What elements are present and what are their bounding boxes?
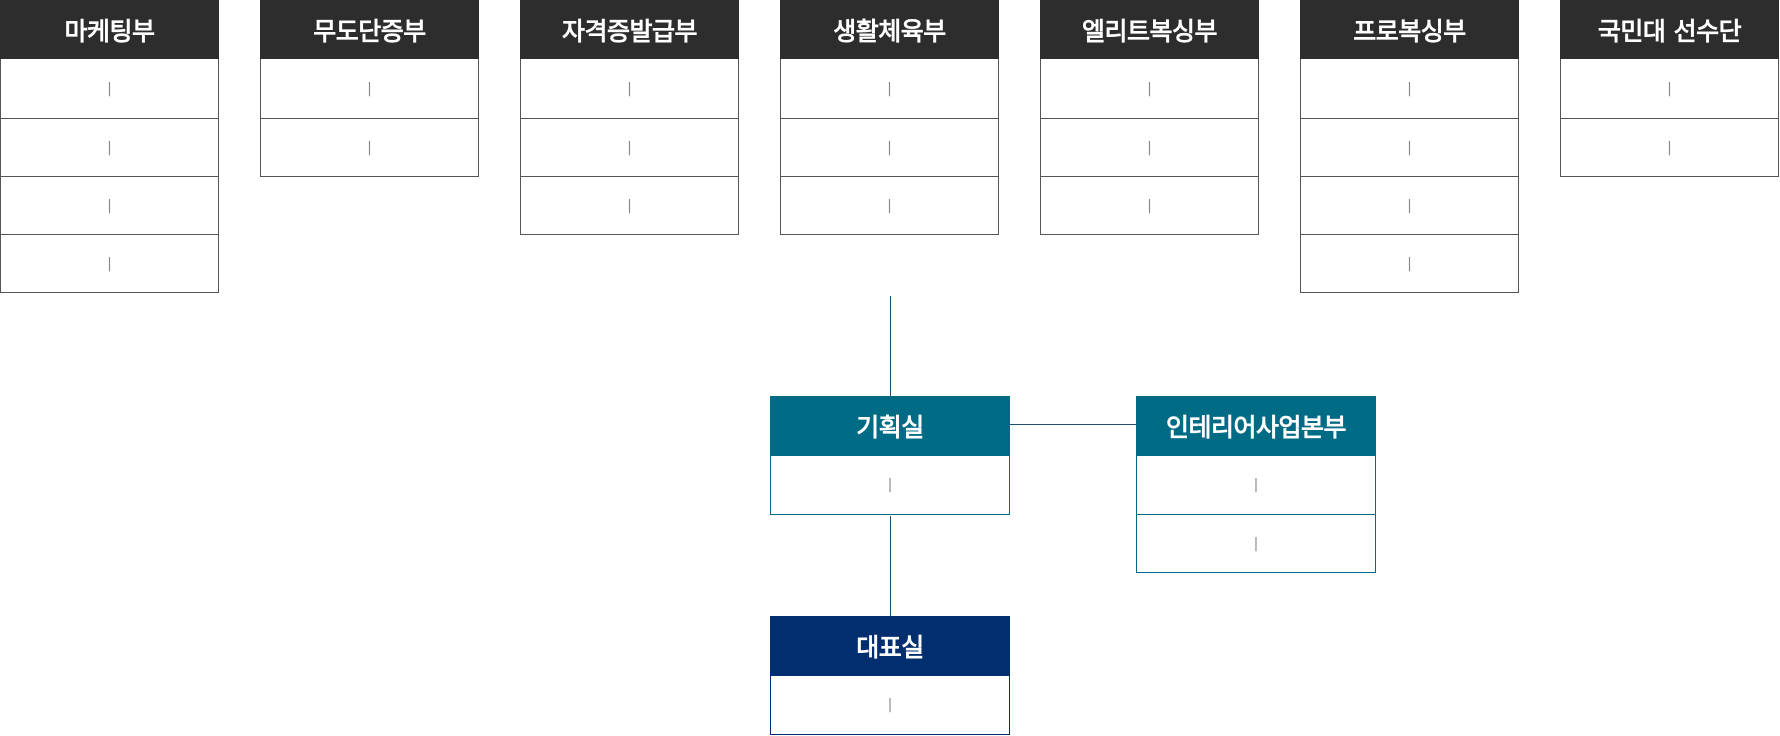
row-item: |	[1041, 118, 1258, 176]
row-text: |	[1407, 255, 1412, 272]
interior-title: 인테리어사업본부	[1136, 396, 1376, 456]
row-text: |	[887, 139, 892, 156]
dept-rows: ||	[1560, 59, 1779, 177]
row-text: |	[107, 197, 112, 214]
dept-pro-boxing: 프로복싱부 | | | |	[1300, 0, 1519, 293]
dept-life-sports: 생활체육부 | | |	[780, 0, 999, 235]
dept-title: 자격증발급부	[520, 0, 739, 59]
row-text: |	[107, 255, 112, 272]
connector-dept-to-planning	[890, 296, 891, 396]
row-text: |	[1407, 197, 1412, 214]
dept-license-issuing: 자격증발급부 | | |	[520, 0, 739, 235]
row-text: |	[627, 80, 632, 97]
row-text: |	[367, 139, 372, 156]
row-text: |	[107, 80, 112, 97]
row-text: |	[107, 139, 112, 156]
row-text: |	[367, 80, 372, 97]
row-item: |	[1301, 118, 1518, 176]
planning-rows: |	[770, 456, 1010, 515]
row-text: |	[1407, 139, 1412, 156]
dept-rows: | | | |	[1300, 59, 1519, 293]
row-text: |	[627, 139, 632, 156]
row-item: |	[1301, 59, 1518, 118]
row-item: |	[781, 176, 998, 234]
row-text: |	[1253, 477, 1259, 493]
dept-rows: | | |	[1040, 59, 1259, 235]
row-text: |	[887, 697, 893, 713]
row-item: |	[1041, 176, 1258, 234]
dept-title: 생활체육부	[780, 0, 999, 59]
connector-planning-to-ceo	[890, 516, 891, 616]
dept-rows: | | |	[780, 59, 999, 235]
row-item: |	[1561, 118, 1778, 176]
row-item: |	[781, 118, 998, 176]
row-text: |	[1667, 80, 1672, 97]
connector-planning-to-interior	[1010, 424, 1136, 425]
row-text: |	[1147, 197, 1152, 214]
row-item: |	[261, 59, 478, 118]
row-item: |	[1301, 234, 1518, 292]
row-item: |	[521, 176, 738, 234]
dept-rows: ||	[260, 59, 479, 177]
ceo-office: 대표실 |	[770, 616, 1010, 735]
row-item: |	[261, 118, 478, 176]
row-item: |	[1301, 176, 1518, 234]
row-text: |	[1407, 80, 1412, 97]
row-item: |	[781, 59, 998, 118]
dept-kookmin-team: 국민대 선수단 ||	[1560, 0, 1779, 177]
row-item: |	[521, 59, 738, 118]
row-text: |	[887, 477, 893, 493]
row-item: |	[1, 59, 218, 118]
ceo-title: 대표실	[770, 616, 1010, 676]
row-text: |	[627, 197, 632, 214]
row-item: |	[771, 456, 1009, 514]
row-item: |	[1137, 514, 1375, 572]
row-item: |	[1041, 59, 1258, 118]
row-text: |	[1147, 80, 1152, 97]
row-text: |	[1253, 535, 1259, 552]
dept-rows: | | | |	[0, 59, 219, 293]
interior-division: 인테리어사업본부 ||	[1136, 396, 1376, 573]
planning-title: 기획실	[770, 396, 1010, 456]
row-item: |	[1, 234, 218, 292]
dept-dan-certificate: 무도단증부 ||	[260, 0, 479, 177]
row-item: |	[1137, 456, 1375, 514]
ceo-rows: |	[770, 676, 1010, 735]
row-item: |	[1, 118, 218, 176]
planning-office: 기획실 |	[770, 396, 1010, 515]
dept-rows: | | |	[520, 59, 739, 235]
row-item: |	[521, 118, 738, 176]
row-item: |	[1561, 59, 1778, 118]
row-text: |	[1667, 139, 1672, 156]
row-text: |	[887, 197, 892, 214]
row-text: |	[1147, 139, 1152, 156]
dept-title: 엘리트복싱부	[1040, 0, 1259, 59]
dept-title: 국민대 선수단	[1560, 0, 1779, 59]
dept-elite-boxing: 엘리트복싱부 | | |	[1040, 0, 1259, 235]
interior-rows: ||	[1136, 456, 1376, 573]
dept-marketing: 마케팅부 | | | |	[0, 0, 219, 293]
dept-title: 프로복싱부	[1300, 0, 1519, 59]
row-text: |	[887, 80, 892, 97]
row-item: |	[1, 176, 218, 234]
row-item: |	[771, 676, 1009, 734]
dept-title: 마케팅부	[0, 0, 219, 59]
dept-title: 무도단증부	[260, 0, 479, 59]
